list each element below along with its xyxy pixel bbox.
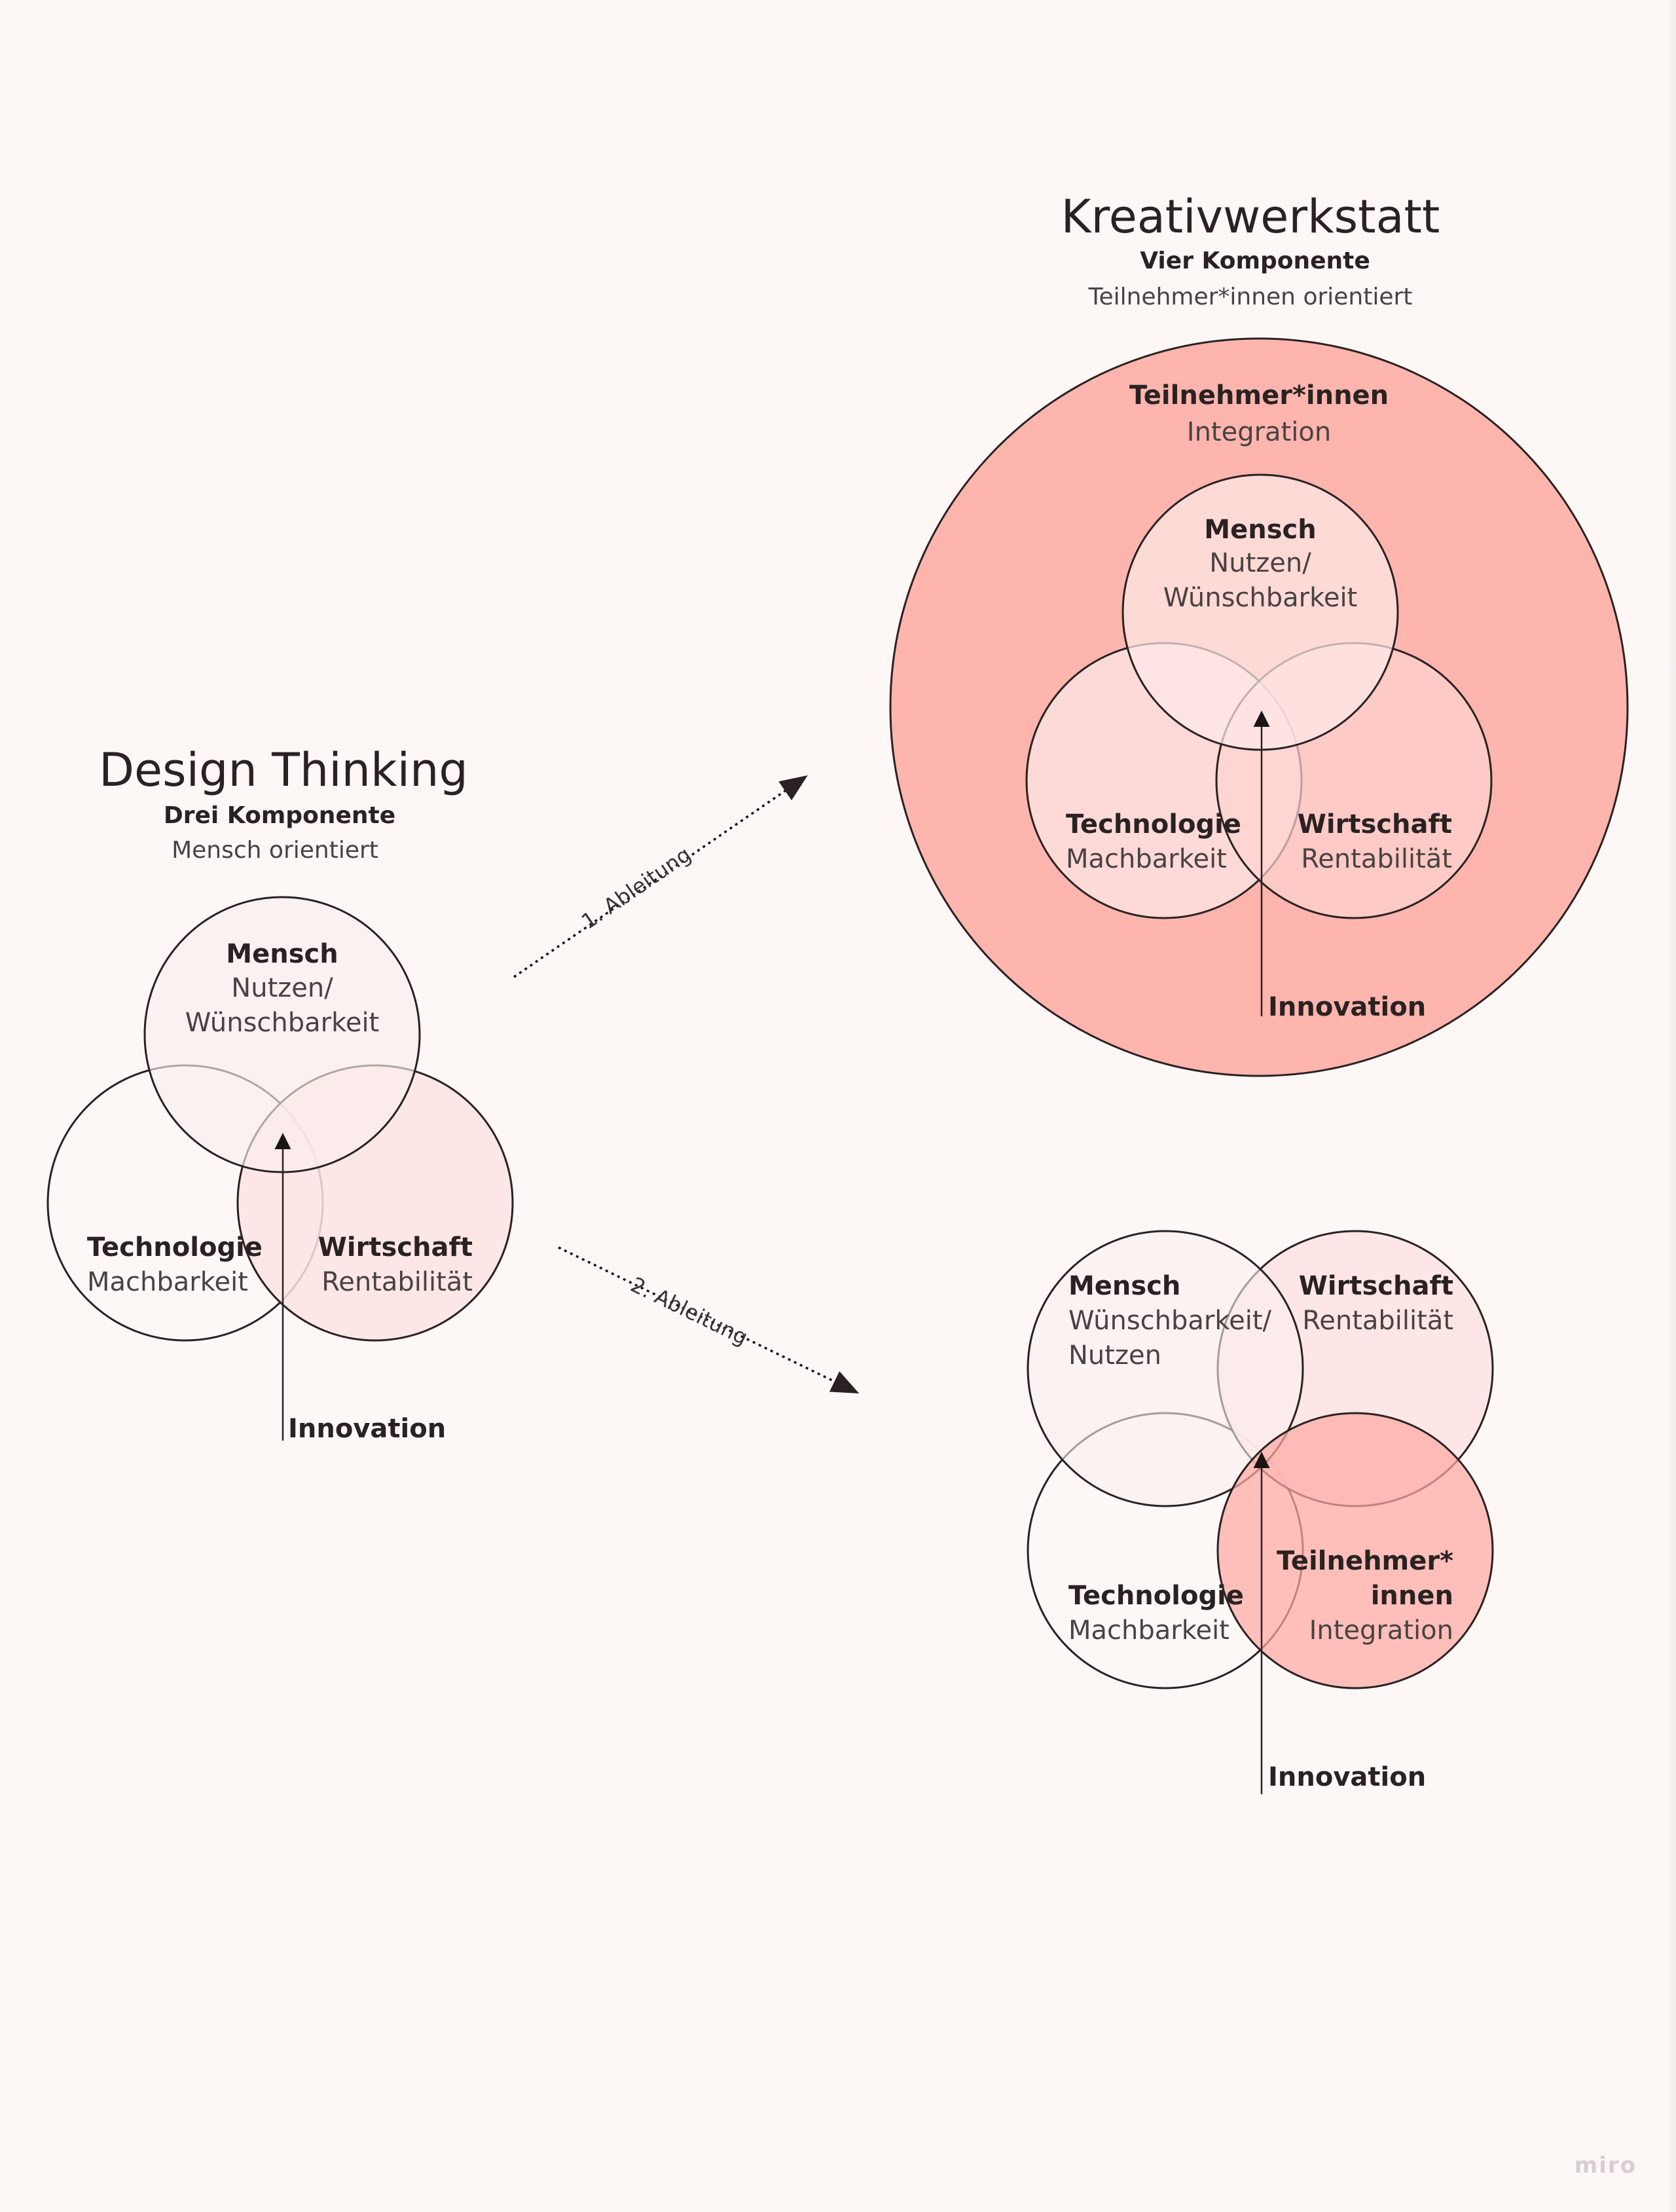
four-circles-group: Mensch Wünschbarkeit/ Nutzen Wirtschaft …	[1027, 1230, 1494, 1794]
arrow-2-label: 2. Ableitung	[627, 1272, 752, 1350]
kw-wirtschaft-line1: Rentabilität	[1301, 844, 1452, 874]
fc-innovation-label: Innovation	[1268, 1762, 1426, 1792]
arrow-2-ableitung	[558, 1246, 860, 1394]
fc-wirtschaft-line1: Rentabilität	[1302, 1306, 1453, 1336]
dt-mensch-line2: Wünschbarkeit	[185, 1008, 380, 1038]
fc-mensch-label: Mensch	[1068, 1271, 1180, 1301]
dt-technologie-line1: Machbarkeit	[87, 1267, 248, 1297]
arrow-1-group: 1. Ableitung	[513, 775, 808, 978]
design-thinking-subtitle-bold: Drei Komponente	[164, 802, 395, 829]
fc-mensch-circle[interactable]	[1027, 1230, 1304, 1507]
miro-watermark: miro	[1575, 2152, 1637, 2179]
design-thinking-title: Design Thinking	[99, 743, 468, 797]
kw-technologie-line1: Machbarkeit	[1066, 844, 1227, 874]
kw-innovation-label: Innovation	[1268, 992, 1426, 1022]
fc-teilnehmer-line1: Integration	[1309, 1615, 1453, 1646]
arrow-2-group: 2. Ableitung	[558, 1246, 860, 1394]
fc-mensch-line1: Wünschbarkeit/	[1068, 1306, 1272, 1336]
canvas-right-edge	[1667, 0, 1676, 2212]
kw-wirtschaft-label: Wirtschaft	[1298, 809, 1452, 839]
kw-teilnehmer-line1: Integration	[1187, 417, 1331, 447]
dt-wirtschaft-label: Wirtschaft	[318, 1232, 473, 1263]
kw-mensch-line2: Wünschbarkeit	[1163, 583, 1358, 613]
kreativwerkstatt-group: Kreativwerkstatt Vier Komponente Teilneh…	[889, 190, 1629, 1077]
kw-mensch-line1: Nutzen/	[1209, 548, 1311, 578]
fc-wirtschaft-label: Wirtschaft	[1299, 1271, 1453, 1301]
kreativwerkstatt-subtitle: Teilnehmer*innen orientiert	[1088, 284, 1413, 310]
kw-technologie-label: Technologie	[1066, 809, 1241, 839]
fc-technologie-line1: Machbarkeit	[1068, 1615, 1230, 1646]
kw-teilnehmer-label: Teilnehmer*innen	[1129, 380, 1389, 411]
arrow-1-label: 1. Ableitung	[577, 841, 695, 934]
design-thinking-group: Design Thinking Drei Komponente Mensch o…	[46, 743, 514, 1444]
kw-mensch-label: Mensch	[1204, 515, 1316, 545]
kreativwerkstatt-subtitle-bold: Vier Komponente	[1140, 248, 1370, 274]
fc-technologie-label: Technologie	[1068, 1581, 1244, 1611]
fc-teilnehmer-label-1: Teilnehmer*	[1277, 1546, 1453, 1576]
dt-innovation-label: Innovation	[288, 1414, 446, 1444]
dt-wirtschaft-line1: Rentabilität	[321, 1267, 473, 1297]
fc-mensch-line2: Nutzen	[1068, 1340, 1161, 1371]
dt-technologie-label: Technologie	[87, 1232, 263, 1263]
kreativwerkstatt-title: Kreativwerkstatt	[1061, 190, 1440, 244]
fc-teilnehmer-label-2: innen	[1371, 1581, 1453, 1611]
kw-mensch-circle[interactable]	[1121, 473, 1399, 751]
dt-mensch-line1: Nutzen/	[231, 973, 333, 1003]
fc-teilnehmer-circle[interactable]	[1216, 1412, 1494, 1689]
dt-mensch-label: Mensch	[226, 939, 338, 969]
design-thinking-subtitle: Mensch orientiert	[172, 837, 378, 864]
